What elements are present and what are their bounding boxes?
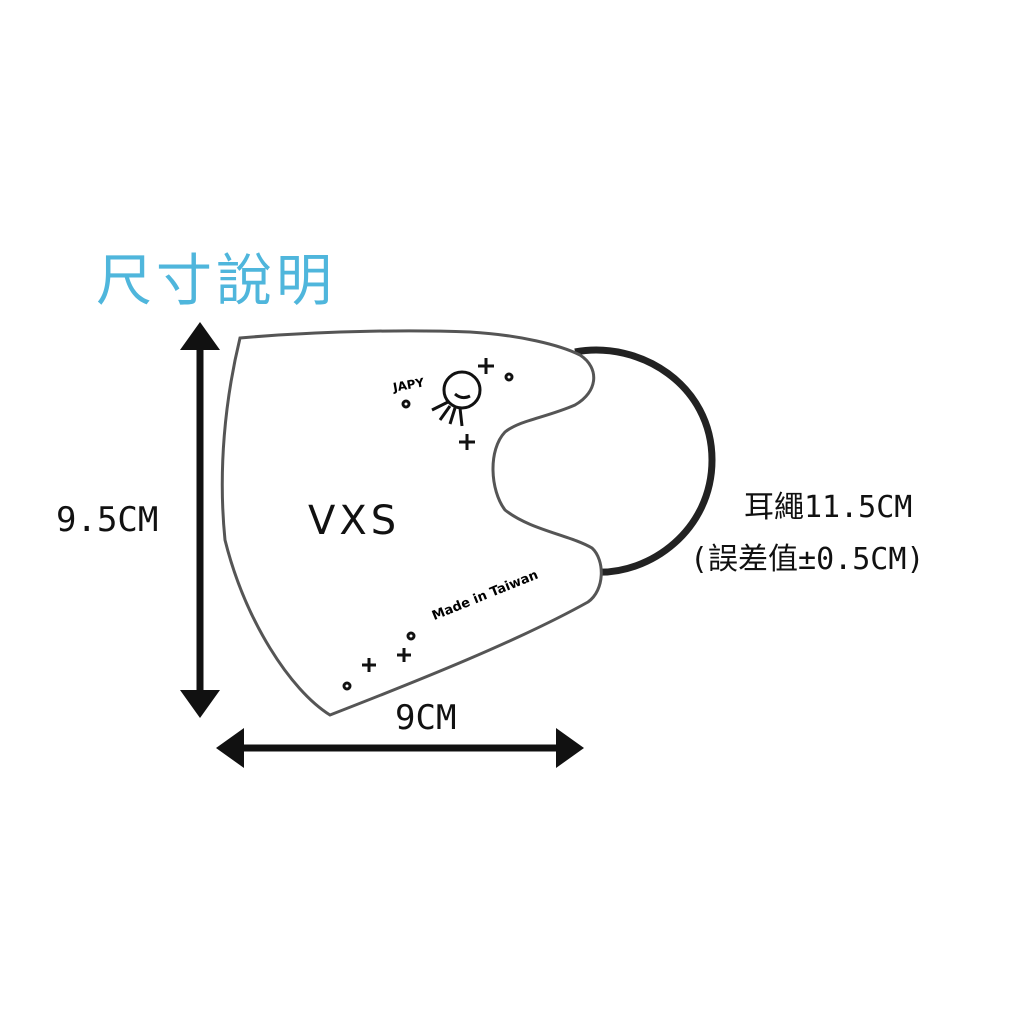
jellyfish-logo-icon [401,358,514,450]
size-label: VXS [308,498,401,544]
sparkle-decoration-icon [342,631,416,691]
tolerance-label: (誤差值±0.5CM) [690,542,925,577]
width-arrow [216,728,584,768]
height-arrow [180,322,220,718]
mask-outline [220,329,603,717]
width-label: 9CM [395,698,457,738]
height-label: 9.5CM [56,500,159,540]
ear-loop-label: 耳繩11.5CM [744,490,913,525]
page-title: 尺寸說明 [96,249,336,314]
ear-loop [574,346,716,576]
